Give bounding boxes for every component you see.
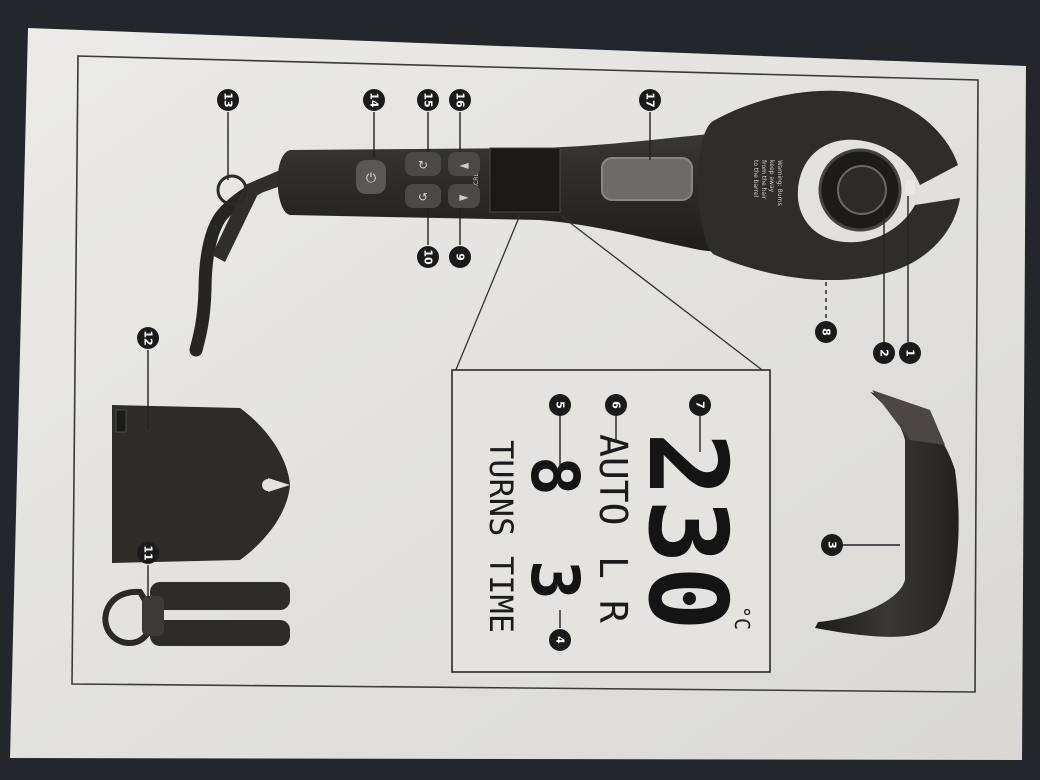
lcd-frame (451, 369, 771, 673)
rotate-left-button[interactable] (448, 152, 480, 176)
lcd-mode-auto: AUTO (591, 434, 635, 526)
svg-text:8: 8 (820, 328, 833, 336)
callout-badge-13: 13 (217, 89, 239, 111)
temperature-buttons: ↻ ↺ (405, 152, 441, 208)
guide-card-notch (268, 478, 290, 492)
rotation-slide-button[interactable] (601, 157, 693, 201)
lcd-display-detail: 230 °C AUTO L R 8 3 TURNS TIME (451, 369, 771, 673)
brand-label: SILVERCREST (473, 165, 480, 205)
callout-badge-11: 11 (137, 542, 159, 564)
callout-badge-9: 9 (449, 246, 471, 268)
lcd-right: R (591, 600, 635, 623)
svg-text:11: 11 (142, 545, 155, 560)
hair-guide-card (112, 350, 290, 563)
hair-entry-marker (905, 180, 915, 194)
svg-text:10: 10 (422, 249, 435, 265)
svg-text:keep away: keep away (768, 160, 775, 193)
guide-card-body (112, 405, 290, 563)
temperature-up-icon: ↺ (418, 190, 428, 204)
svg-text:15: 15 (422, 92, 435, 107)
callout-badge-3: 3 (821, 534, 843, 556)
callout-badge-14: 14 (363, 89, 385, 111)
handle-display-window (489, 147, 561, 213)
callout-badge-17: 17 (639, 89, 661, 111)
temperature-down-icon: ↻ (418, 158, 428, 172)
svg-text:3: 3 (826, 541, 839, 549)
warning-plate: Warning: Burns keep away from the hair t… (752, 160, 783, 206)
protective-cap (815, 390, 959, 637)
lcd-time-value: 3 (516, 560, 593, 600)
curl-chamber-housing (698, 90, 960, 281)
hair-curler: Warning: Burns keep away from the hair t… (189, 90, 960, 357)
sectioning-clip (102, 565, 290, 646)
callout-badge-15: 15 (417, 89, 439, 111)
svg-text:4: 4 (554, 636, 567, 644)
callout-badge-12: 12 (137, 327, 159, 349)
svg-text:7: 7 (694, 401, 707, 409)
svg-text:17: 17 (644, 92, 657, 107)
rotate-right-button[interactable] (448, 184, 480, 208)
svg-text:12: 12 (142, 330, 155, 345)
clip-hinge (142, 596, 164, 636)
callout-badge-4: 4 (549, 629, 571, 651)
cap-top (872, 390, 945, 445)
callout-badge-5: 5 (549, 394, 571, 416)
callout-badge-7: 7 (689, 394, 711, 416)
rotate-right-icon: ► (459, 190, 469, 204)
svg-text:9: 9 (454, 253, 467, 261)
rotate-left-icon: ◄ (459, 158, 469, 172)
guide-card-tab (115, 409, 127, 433)
guide-card-hole (262, 479, 274, 491)
rotating-barrel (837, 165, 887, 215)
callout-badge-6: 6 (605, 394, 627, 416)
lcd-turns-label: TURNS (482, 440, 520, 536)
clip-arm-lower (150, 620, 290, 646)
temperature-up-button[interactable] (405, 184, 441, 208)
lcd-temperature: 230 (624, 432, 749, 633)
svg-text:5: 5 (554, 401, 567, 409)
callout-badge-8: 8 (815, 321, 837, 343)
svg-text:14: 14 (368, 92, 381, 108)
svg-text:2: 2 (878, 349, 891, 357)
cord-strain-relief (212, 168, 292, 262)
temperature-down-button[interactable] (405, 152, 441, 176)
clip-loop (102, 588, 154, 646)
hanging-loop (216, 174, 248, 206)
callout-badge-1: 1 (899, 342, 921, 364)
svg-text:6: 6 (610, 401, 623, 409)
svg-text:to the barrel: to the barrel (752, 160, 759, 198)
lcd-left: L (591, 556, 635, 579)
callout-badge-2: 2 (873, 342, 895, 364)
svg-text:13: 13 (222, 92, 235, 107)
lcd-unit: °C (730, 606, 754, 630)
zoom-line-left (454, 214, 521, 373)
svg-text:1: 1 (904, 349, 917, 357)
svg-text:from the hair: from the hair (760, 160, 767, 200)
cap-shell (815, 392, 959, 637)
clip-arm-upper (150, 582, 290, 610)
svg-text:16: 16 (454, 92, 467, 108)
power-button[interactable] (356, 160, 386, 194)
lcd-time-label: TIME (482, 556, 520, 633)
lcd-turns-value: 8 (516, 456, 593, 496)
power-icon: ⏻ (366, 171, 376, 186)
callout-badge-10: 10 (417, 246, 439, 268)
zoom-line-right (559, 214, 771, 377)
callout-badge-16: 16 (449, 89, 471, 111)
svg-text:Warning: Burns: Warning: Burns (776, 160, 783, 206)
direction-buttons: ◄ ► (448, 152, 480, 208)
illustration-frame (71, 55, 979, 693)
